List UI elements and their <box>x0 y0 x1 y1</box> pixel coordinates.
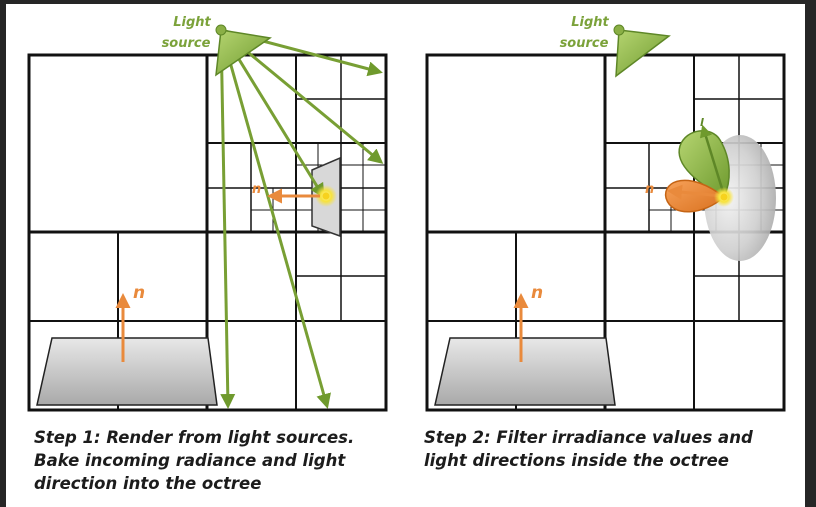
step1-caption-line3: direction into the octree <box>34 474 262 493</box>
window-border-right <box>805 0 816 507</box>
panel-1: Light source n n <box>27 15 388 412</box>
wall-normal-label: n <box>645 182 654 197</box>
hit-point <box>720 193 728 201</box>
light-source-icon <box>215 24 272 77</box>
panel-2: l n Light source n <box>425 15 786 412</box>
light-direction-lobe <box>678 130 730 199</box>
step1-caption-line1: Step 1: Render from light sources. <box>34 428 355 447</box>
light-label-line1: Light <box>571 15 609 30</box>
floor-surface <box>36 337 218 406</box>
floor-normal-label: n <box>133 283 145 303</box>
light-origin <box>613 24 625 36</box>
hit-point <box>322 192 330 200</box>
light-label-line2: source <box>560 36 609 51</box>
light-direction-arrow <box>699 124 726 196</box>
step2-caption: Step 2: Filter irradiance values and lig… <box>424 426 753 472</box>
floor-surface <box>434 337 616 406</box>
wall-normal-label: n <box>252 182 261 197</box>
light-origin <box>215 24 227 36</box>
light-cone <box>615 29 671 78</box>
step2-caption-line2: light directions inside the octree <box>424 451 729 470</box>
light-label-line2: source <box>162 36 211 51</box>
step1-caption: Step 1: Render from light sources. Bake … <box>34 426 354 495</box>
light-direction-label: l <box>700 116 704 129</box>
light-ray <box>219 29 331 409</box>
step2-caption-line1: Step 2: Filter irradiance values and <box>424 428 753 447</box>
window-border-left <box>0 0 6 507</box>
step1-caption-line2: Bake incoming radiance and light <box>34 451 346 470</box>
light-label-line1: Light <box>173 15 211 30</box>
light-ray <box>219 29 236 409</box>
wall-normal-arrow <box>667 184 723 200</box>
floor-normal-label: n <box>531 283 543 303</box>
light-cone <box>215 29 272 77</box>
light-source-icon <box>613 24 671 78</box>
window-border-top <box>0 0 816 4</box>
